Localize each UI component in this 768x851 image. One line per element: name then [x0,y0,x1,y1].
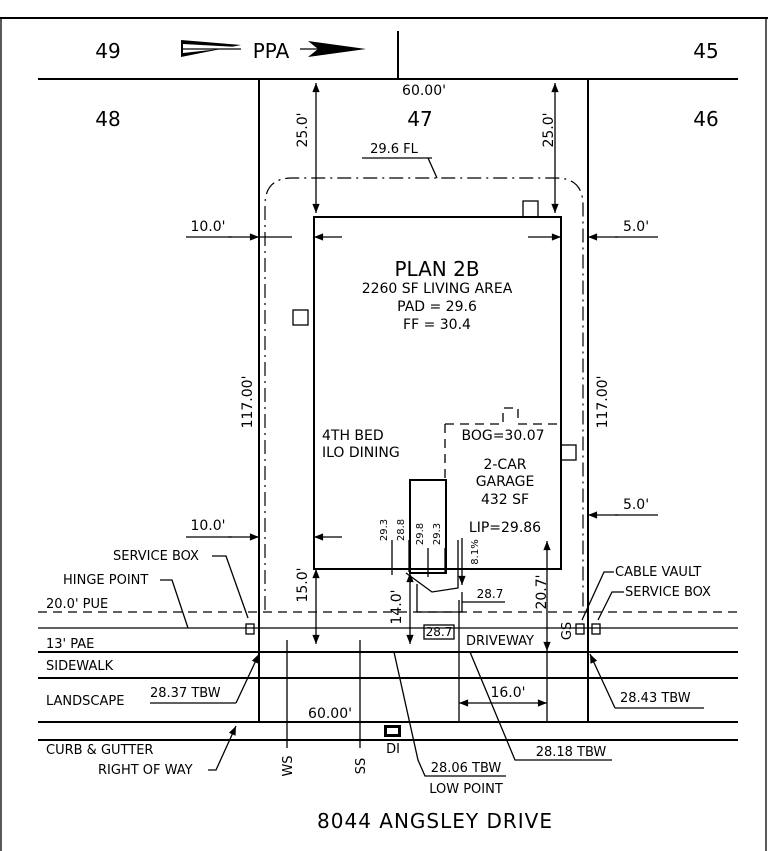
lot-number-46: 46 [693,107,718,131]
spot-grade-4: 29.3 [432,523,443,545]
ac-pad [522,200,539,218]
rear-setback-left: 25.0' [295,112,311,147]
north-arrow-label: PPA [253,39,290,63]
pae-label: 13' PAE [46,637,94,652]
garage-label-line2: GARAGE [476,474,535,490]
landscape-label: LANDSCAPE [46,694,124,709]
lot-number-48: 48 [95,107,120,131]
lot-number-45: 45 [693,39,718,63]
fl-label-leader-tail [427,157,438,179]
front-setback-left: 15.0' [295,567,311,602]
service-box-right-label: SERVICE BOX [625,585,711,600]
service-box-right-icon [591,623,601,635]
garage-label-line1: 2-CAR [483,457,526,473]
spot-grade-3: 29.8 [415,523,426,545]
lot-width-top: 60.00' [402,83,446,99]
driveway-width: 16.0' [490,685,525,701]
spot-grade-6: 28.7 [426,625,453,639]
tbw-low-label: 28.06 TBW [431,761,502,776]
spot-grade-2: 28.8 [396,519,407,541]
lot-number-49: 49 [95,39,120,63]
rear-setback-right: 25.0' [541,112,557,147]
spot-grade-6-box [423,624,455,640]
hinge-point-leader [160,579,189,629]
lot-depth-left: 117.00' [240,376,256,429]
garage-area: 432 SF [481,492,529,508]
garage-bog: BOG=30.07 [461,428,544,444]
ss-label: SS [354,758,369,775]
plan-dining-label: ILO DINING [322,445,400,461]
gas-meter-icon [575,623,585,635]
service-box-right-leader [597,591,624,621]
garage-lip: LIP=29.86 [469,520,541,536]
plan-bed-label: 4TH BED [322,428,384,444]
side-setback-left-top: 10.0' [190,219,225,235]
front-setback-right: 20.7' [534,574,550,609]
sidewalk-label: SIDEWALK [46,659,114,674]
utility-box-right [560,444,577,461]
side-setback-right-bottom: 5.0' [623,497,649,513]
right-of-way-leader [208,725,237,771]
cable-vault-label: CABLE VAULT [615,565,701,580]
tbw-left-leader [235,653,260,704]
low-point-leader [393,651,506,777]
tbw-left-label: 28.37 TBW [150,686,221,701]
plan-ff-elevation: FF = 30.4 [403,317,471,333]
tbw-right-label: 28.43 TBW [620,691,691,706]
low-point-label: LOW POINT [429,782,503,797]
spot-grade-5: 28.7 [477,587,504,601]
north-arrow-icon [181,40,366,57]
side-setback-right-top: 5.0' [623,219,649,235]
flow-line-elevation: 29.6 FL [370,142,419,157]
house-footprint [313,216,562,570]
pue-label: 20.0' PUE [46,597,108,612]
right-of-way-label: RIGHT OF WAY [98,763,193,778]
driveway-slope: 8.1% [470,539,481,564]
tbw-right-leader [589,653,616,709]
hinge-point-label: HINGE POINT [63,573,148,588]
drainage-flow-line [264,177,584,610]
ws-label: WS [281,755,296,776]
side-setback-left-bottom: 10.0' [190,518,225,534]
driveway-label: DRIVEWAY [466,634,534,649]
service-box-left-icon [245,623,255,635]
lot-width-bottom: 60.00' [308,706,352,722]
service-box-left-label: SERVICE BOX [113,549,199,564]
tbw-mid-leader [469,651,612,761]
drain-inlet-grate [387,728,398,734]
entry-walk [405,540,459,593]
service-box-left-leader [212,555,249,619]
plan-living-area: 2260 SF LIVING AREA [362,281,513,297]
street-address: 8044 ANGSLEY DRIVE [317,809,553,833]
cable-vault-leader [581,571,614,621]
front-setback-mid: 14.0' [389,589,405,624]
gs-label: GS [560,622,575,640]
utility-box-left [292,309,309,326]
lot-depth-right: 117.00' [595,376,611,429]
plan-title: PLAN 2B [394,257,479,281]
plan-pad-elevation: PAD = 29.6 [397,299,477,315]
lot-number-47: 47 [407,107,432,131]
garage-outline [444,407,561,480]
drain-inlet-label: DI [386,742,400,757]
tbw-mid-label: 28.18 TBW [536,745,607,760]
curb-gutter-label: CURB & GUTTER [46,743,153,758]
spot-grade-1: 29.3 [379,519,390,541]
